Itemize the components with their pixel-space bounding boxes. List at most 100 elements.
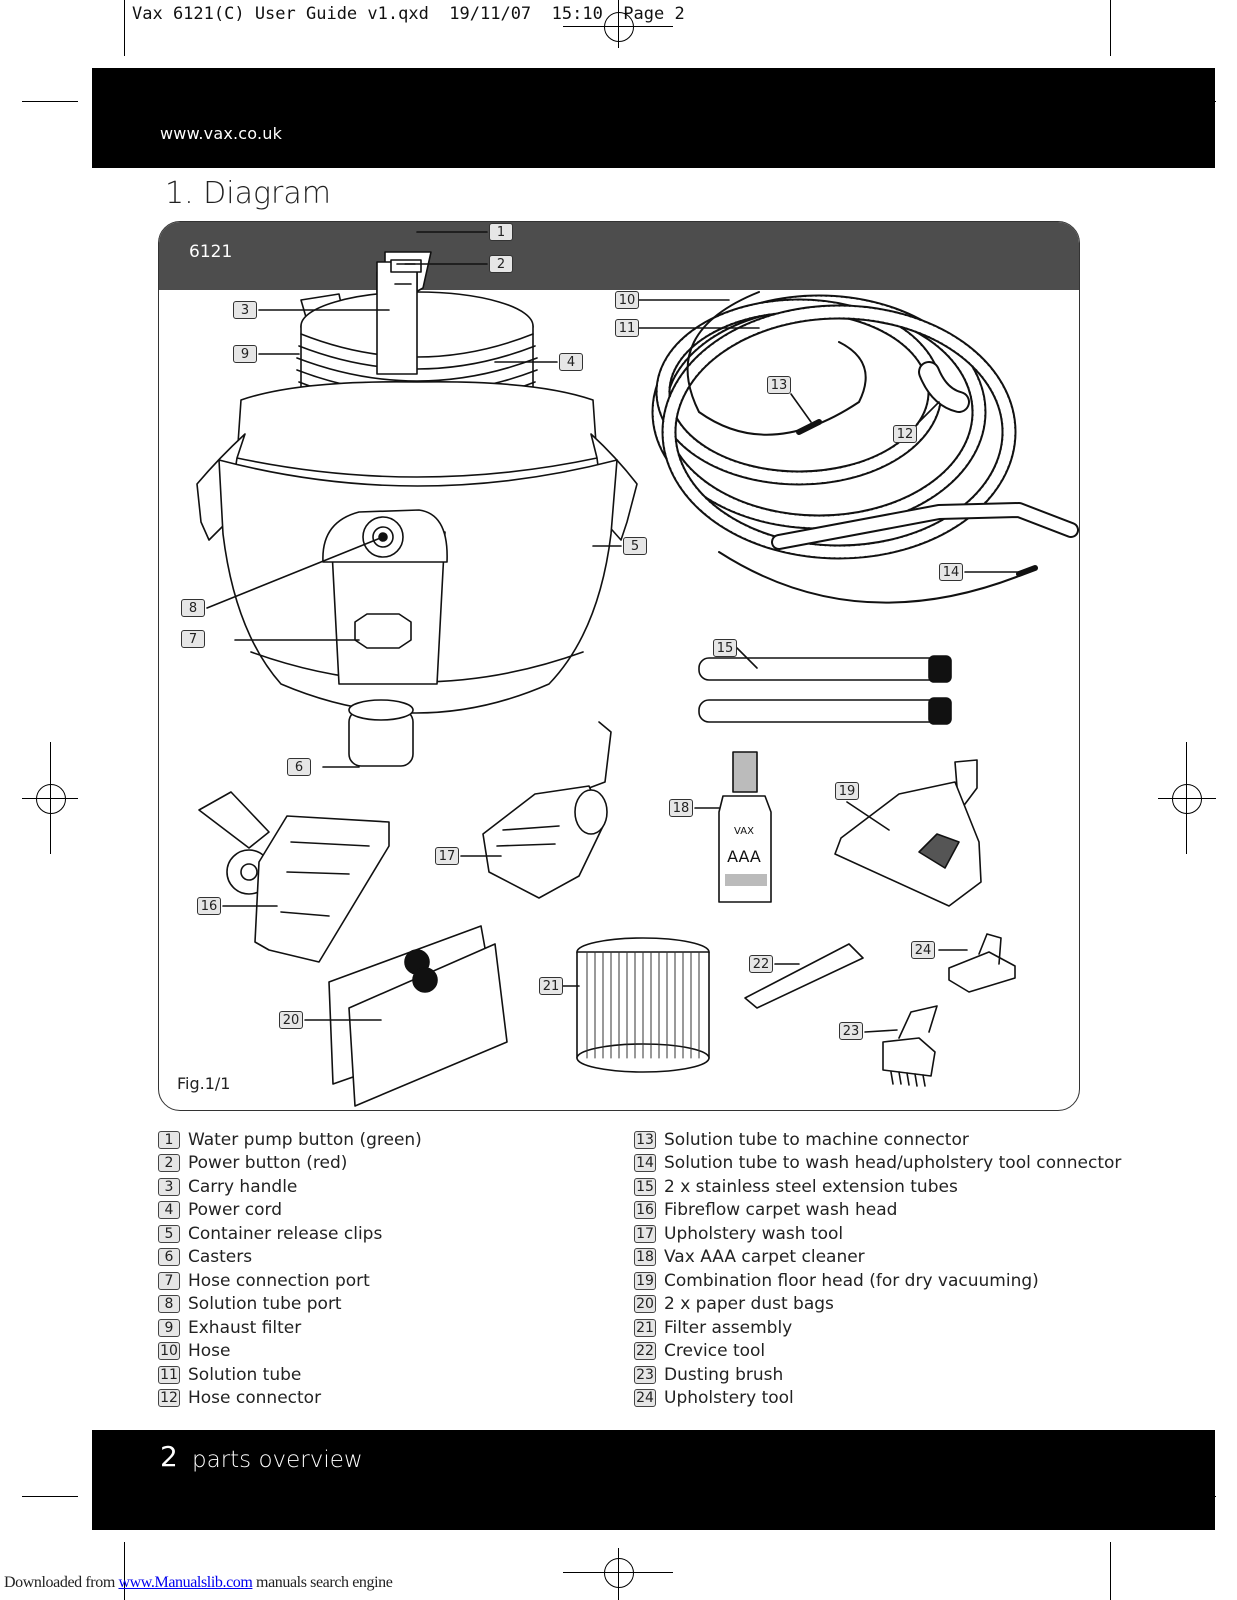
item-number: 17 — [634, 1224, 656, 1243]
page-number: 2 — [160, 1440, 178, 1473]
parts-illustration: VAX AAA — [196, 231, 1079, 1107]
item-label: Dusting brush — [664, 1364, 784, 1385]
item-number: 9 — [158, 1318, 180, 1337]
item-number: 14 — [634, 1154, 656, 1173]
callout-18: 18 — [669, 799, 693, 817]
parts-list-right: 13 Solution tube to machine connector 14 S… — [634, 1128, 1194, 1410]
callout-21: 21 — [539, 977, 563, 995]
model-number: 6121 — [189, 242, 233, 262]
item-number: 2 — [158, 1154, 180, 1173]
callout-5: 5 — [623, 537, 647, 555]
item-label: Power button (red) — [188, 1153, 348, 1174]
callout-4: 4 — [559, 353, 583, 371]
item-number: 3 — [158, 1177, 180, 1196]
header-band — [92, 68, 1215, 168]
crop-mark — [22, 1496, 78, 1498]
item-label: Power cord — [188, 1200, 283, 1221]
item-label: Carry handle — [188, 1176, 298, 1197]
callout-14: 14 — [939, 563, 963, 581]
item-label: Casters — [188, 1247, 253, 1268]
item-label: Water pump button (green) — [188, 1129, 422, 1150]
upholstery-wash-tool-illustration — [482, 721, 612, 899]
item-label: Exhaust filter — [188, 1317, 302, 1338]
item-label: Filter assembly — [664, 1317, 793, 1338]
slug-line: Vax 6121(C) User Guide v1.qxd 19/11/07 1… — [132, 4, 685, 24]
item-number: 24 — [634, 1389, 656, 1408]
item-label: Fibreflow carpet wash head — [664, 1200, 898, 1221]
item-number: 10 — [158, 1342, 180, 1361]
item-label: 2 x stainless steel extension tubes — [664, 1176, 958, 1197]
combination-floor-head-illustration — [834, 759, 982, 907]
bottle-product: AAA — [727, 847, 761, 866]
list-item: 13 Solution tube to machine connector — [634, 1128, 1194, 1152]
panel-header: 6121 — [159, 222, 1079, 290]
hose-illustration — [651, 291, 1079, 604]
crop-mark — [124, 1542, 126, 1600]
crevice-tool-illustration — [744, 943, 864, 1009]
machine-body-illustration — [196, 251, 638, 767]
item-label: Solution tube to machine connector — [664, 1129, 969, 1150]
item-number: 5 — [158, 1224, 180, 1243]
callout-11: 11 — [615, 319, 639, 337]
item-number: 21 — [634, 1318, 656, 1337]
callout-20: 20 — [279, 1011, 303, 1029]
filter-assembly-illustration — [576, 937, 710, 1073]
callout-16: 16 — [197, 897, 221, 915]
list-item: 16 Fibreflow carpet wash head — [634, 1199, 1194, 1223]
callout-23: 23 — [839, 1022, 863, 1040]
wash-head-illustration — [198, 791, 390, 963]
figure-label: Fig.1/1 — [177, 1074, 231, 1093]
list-item: 8 Solution tube port — [158, 1293, 628, 1317]
footer-section-label: parts overview — [192, 1447, 363, 1473]
dust-bags-illustration — [328, 925, 508, 1107]
bottle-brand: VAX — [734, 826, 754, 837]
registration-mark — [604, 12, 634, 42]
item-number: 8 — [158, 1295, 180, 1314]
registration-mark — [36, 784, 66, 814]
callout-19: 19 — [835, 782, 859, 800]
list-item: 9 Exhaust filter — [158, 1316, 628, 1340]
item-label: Vax AAA carpet cleaner — [664, 1247, 865, 1268]
callout-22: 22 — [749, 955, 773, 973]
item-label: Combination floor head (for dry vacuumin… — [664, 1270, 1039, 1291]
callout-9: 9 — [233, 345, 257, 363]
item-label: Upholstery tool — [664, 1388, 794, 1409]
registration-mark — [604, 1558, 634, 1588]
download-prefix: Downloaded from — [4, 1574, 119, 1591]
extension-tubes-illustration — [698, 655, 952, 725]
item-label: Solution tube to wash head/upholstery to… — [664, 1153, 1122, 1174]
callout-3: 3 — [233, 301, 257, 319]
item-number: 20 — [634, 1295, 656, 1314]
callout-17: 17 — [435, 847, 459, 865]
callout-6: 6 — [287, 758, 311, 776]
item-label: Hose connection port — [188, 1270, 370, 1291]
list-item: 23 Dusting brush — [634, 1363, 1194, 1387]
callout-7: 7 — [181, 630, 205, 648]
download-note: Downloaded from www.Manualslib.com manua… — [4, 1574, 393, 1592]
manualslib-link[interactable]: www.Manualslib.com — [118, 1574, 253, 1591]
list-item: 21 Filter assembly — [634, 1316, 1194, 1340]
registration-mark — [1172, 784, 1202, 814]
callout-2: 2 — [489, 255, 513, 273]
item-label: Solution tube port — [188, 1294, 342, 1315]
item-number: 13 — [634, 1130, 656, 1149]
item-number: 16 — [634, 1201, 656, 1220]
upholstery-tool-illustration — [948, 933, 1016, 993]
crop-mark — [1110, 1542, 1112, 1600]
list-item: 14 Solution tube to wash head/upholstery … — [634, 1152, 1194, 1176]
callout-24: 24 — [911, 941, 935, 959]
item-number: 23 — [634, 1365, 656, 1384]
footer-band — [92, 1430, 1215, 1530]
item-number: 12 — [158, 1389, 180, 1408]
item-label: Container release clips — [188, 1223, 383, 1244]
dusting-brush-illustration — [882, 1005, 938, 1087]
